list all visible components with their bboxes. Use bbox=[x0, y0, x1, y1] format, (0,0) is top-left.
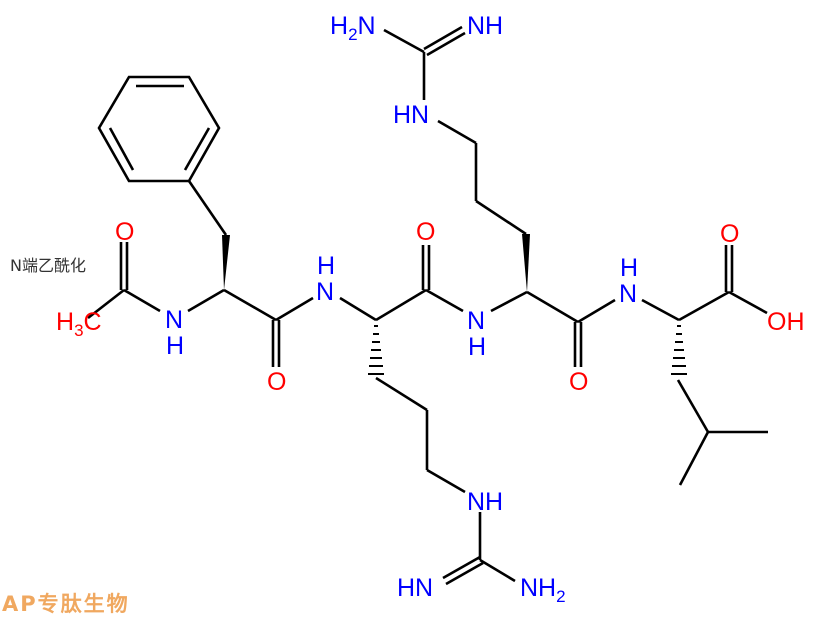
arg2-guanidine-nh-label: NH bbox=[467, 12, 503, 40]
arg2-guanidine-hn-label: HN bbox=[393, 101, 429, 129]
arg2-carbonyl-o-label: O bbox=[569, 368, 588, 396]
arg1-guanidine-nh2-label: NH2 bbox=[520, 574, 566, 606]
acetyl-group bbox=[87, 242, 161, 320]
leu-amide-h-label: H bbox=[620, 254, 638, 282]
arg2-amide-n-label: N bbox=[467, 307, 485, 335]
arg1-residue bbox=[339, 245, 516, 586]
leu-carbonyl-o-label: O bbox=[720, 220, 739, 248]
phe-amide-n-label: N bbox=[165, 306, 183, 334]
phe-residue bbox=[97, 75, 314, 367]
phe-amide-h-label: H bbox=[166, 332, 184, 360]
arg1-carbonyl-o-label: O bbox=[416, 218, 435, 246]
arg2-guanidine-h2n-label: H2N bbox=[330, 12, 376, 44]
n-terminal-acetylation-label: N端乙酰化 bbox=[10, 256, 86, 275]
acetyl-oxygen-label: O bbox=[115, 218, 134, 246]
arg1-amide-n-label: N bbox=[316, 278, 334, 306]
arg2-residue bbox=[383, 25, 616, 367]
arg1-guanidine-nh-label: NH bbox=[467, 488, 503, 516]
phe-carbonyl-o-label: O bbox=[267, 368, 286, 396]
acetyl-methyl-label: H3C bbox=[56, 308, 102, 340]
leu-residue bbox=[641, 245, 768, 486]
leu-hydroxyl-label: OH bbox=[767, 308, 805, 336]
watermark-logo: AP专肽生物 bbox=[2, 592, 130, 616]
arg1-guanidine-hn-label: HN bbox=[397, 574, 433, 602]
arg1-amide-h-label: H bbox=[317, 252, 335, 280]
arg2-amide-h-label: H bbox=[468, 333, 486, 361]
leu-amide-n-label: N bbox=[619, 280, 637, 308]
